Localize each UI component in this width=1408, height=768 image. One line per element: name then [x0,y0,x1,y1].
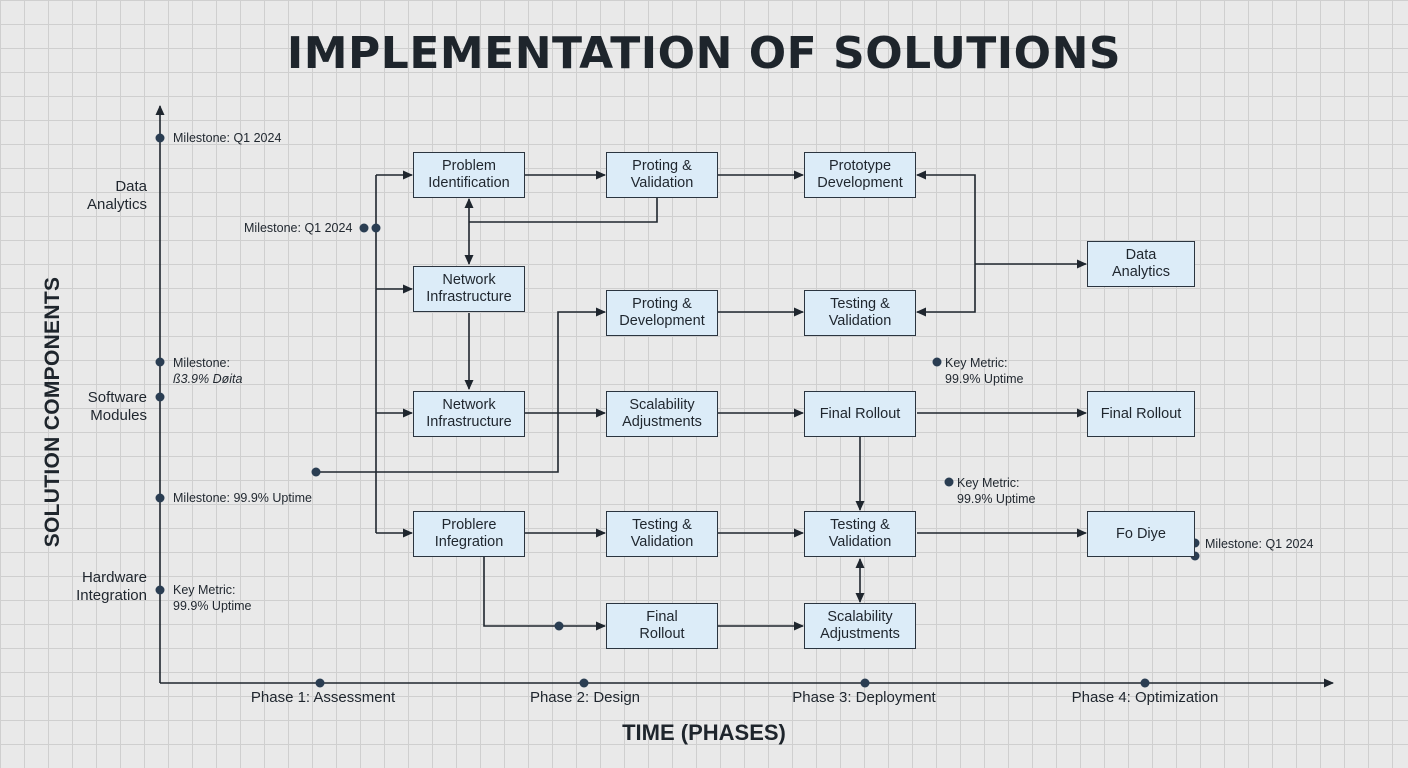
connector-dot [554,621,564,631]
node-final-rollout-2: Final Rollout [1087,391,1195,437]
annotation-key-metric-left: Key Metric: 99.9% Uptime [173,583,252,613]
connector-n12-n16 [483,557,606,631]
node-testing-validation-1: Testing &Validation [804,290,916,336]
node-fo-diye: Fo Diye [1087,511,1195,557]
phase-label-4: Phase 4: Optimization [1071,689,1219,706]
metric-dot [944,477,954,487]
category-data-analytics: Data Analytics [86,178,147,213]
phase-dot [315,678,325,688]
axis-dot [155,585,165,595]
category-software-modules: Software Modules [87,389,147,424]
annotation-milestone-uptime: Milestone: 99.9% Uptime [173,491,312,505]
annotation-milestone-data: Milestone: ß3.9% Døita [173,356,243,386]
connector-n2-feedback [469,198,658,223]
phase-label-2: Phase 2: Design [529,689,641,706]
phase-dot [579,678,589,688]
annotation-key-metric-lower: Key Metric: 99.9% Uptime [957,476,1036,506]
axis-dot [155,133,165,143]
category-hardware-integration: Hardware Integration [76,569,147,604]
node-final-rollout-1: Final Rollout [804,391,916,437]
phase-label-3: Phase 3: Deployment [792,689,936,706]
connector-dot [311,467,321,477]
annotation-milestone-q1-right: Milestone: Q1 2024 [1205,537,1314,551]
node-proting-development: Proting &Development [606,290,718,336]
connector-n3-right [916,170,976,317]
connector-dot-n5 [316,307,606,473]
milestone-dot [371,223,381,233]
node-testing-validation-3: Testing &Validation [804,511,916,557]
diagram-title: IMPLEMENTATION OF SOLUTIONS [286,28,1122,79]
metric-dot [932,357,942,367]
x-axis-label: TIME (PHASES) [622,720,786,745]
milestone-dot [359,223,369,233]
phase-dot [1140,678,1150,688]
node-proting-validation: Proting &Validation [606,152,718,198]
axis-dot [155,493,165,503]
phase-dot [860,678,870,688]
annotation-milestone-q1-top: Milestone: Q1 2024 [173,131,282,145]
axis-dot [155,357,165,367]
axis-dot [155,392,165,402]
phase-label-1: Phase 1: Assessment [250,689,396,706]
annotation-milestone-q1-mid: Milestone: Q1 2024 [244,221,353,235]
node-testing-validation-2: Testing &Validation [606,511,718,557]
annotation-key-metric-upper: Key Metric: 99.9% Uptime [945,356,1024,386]
